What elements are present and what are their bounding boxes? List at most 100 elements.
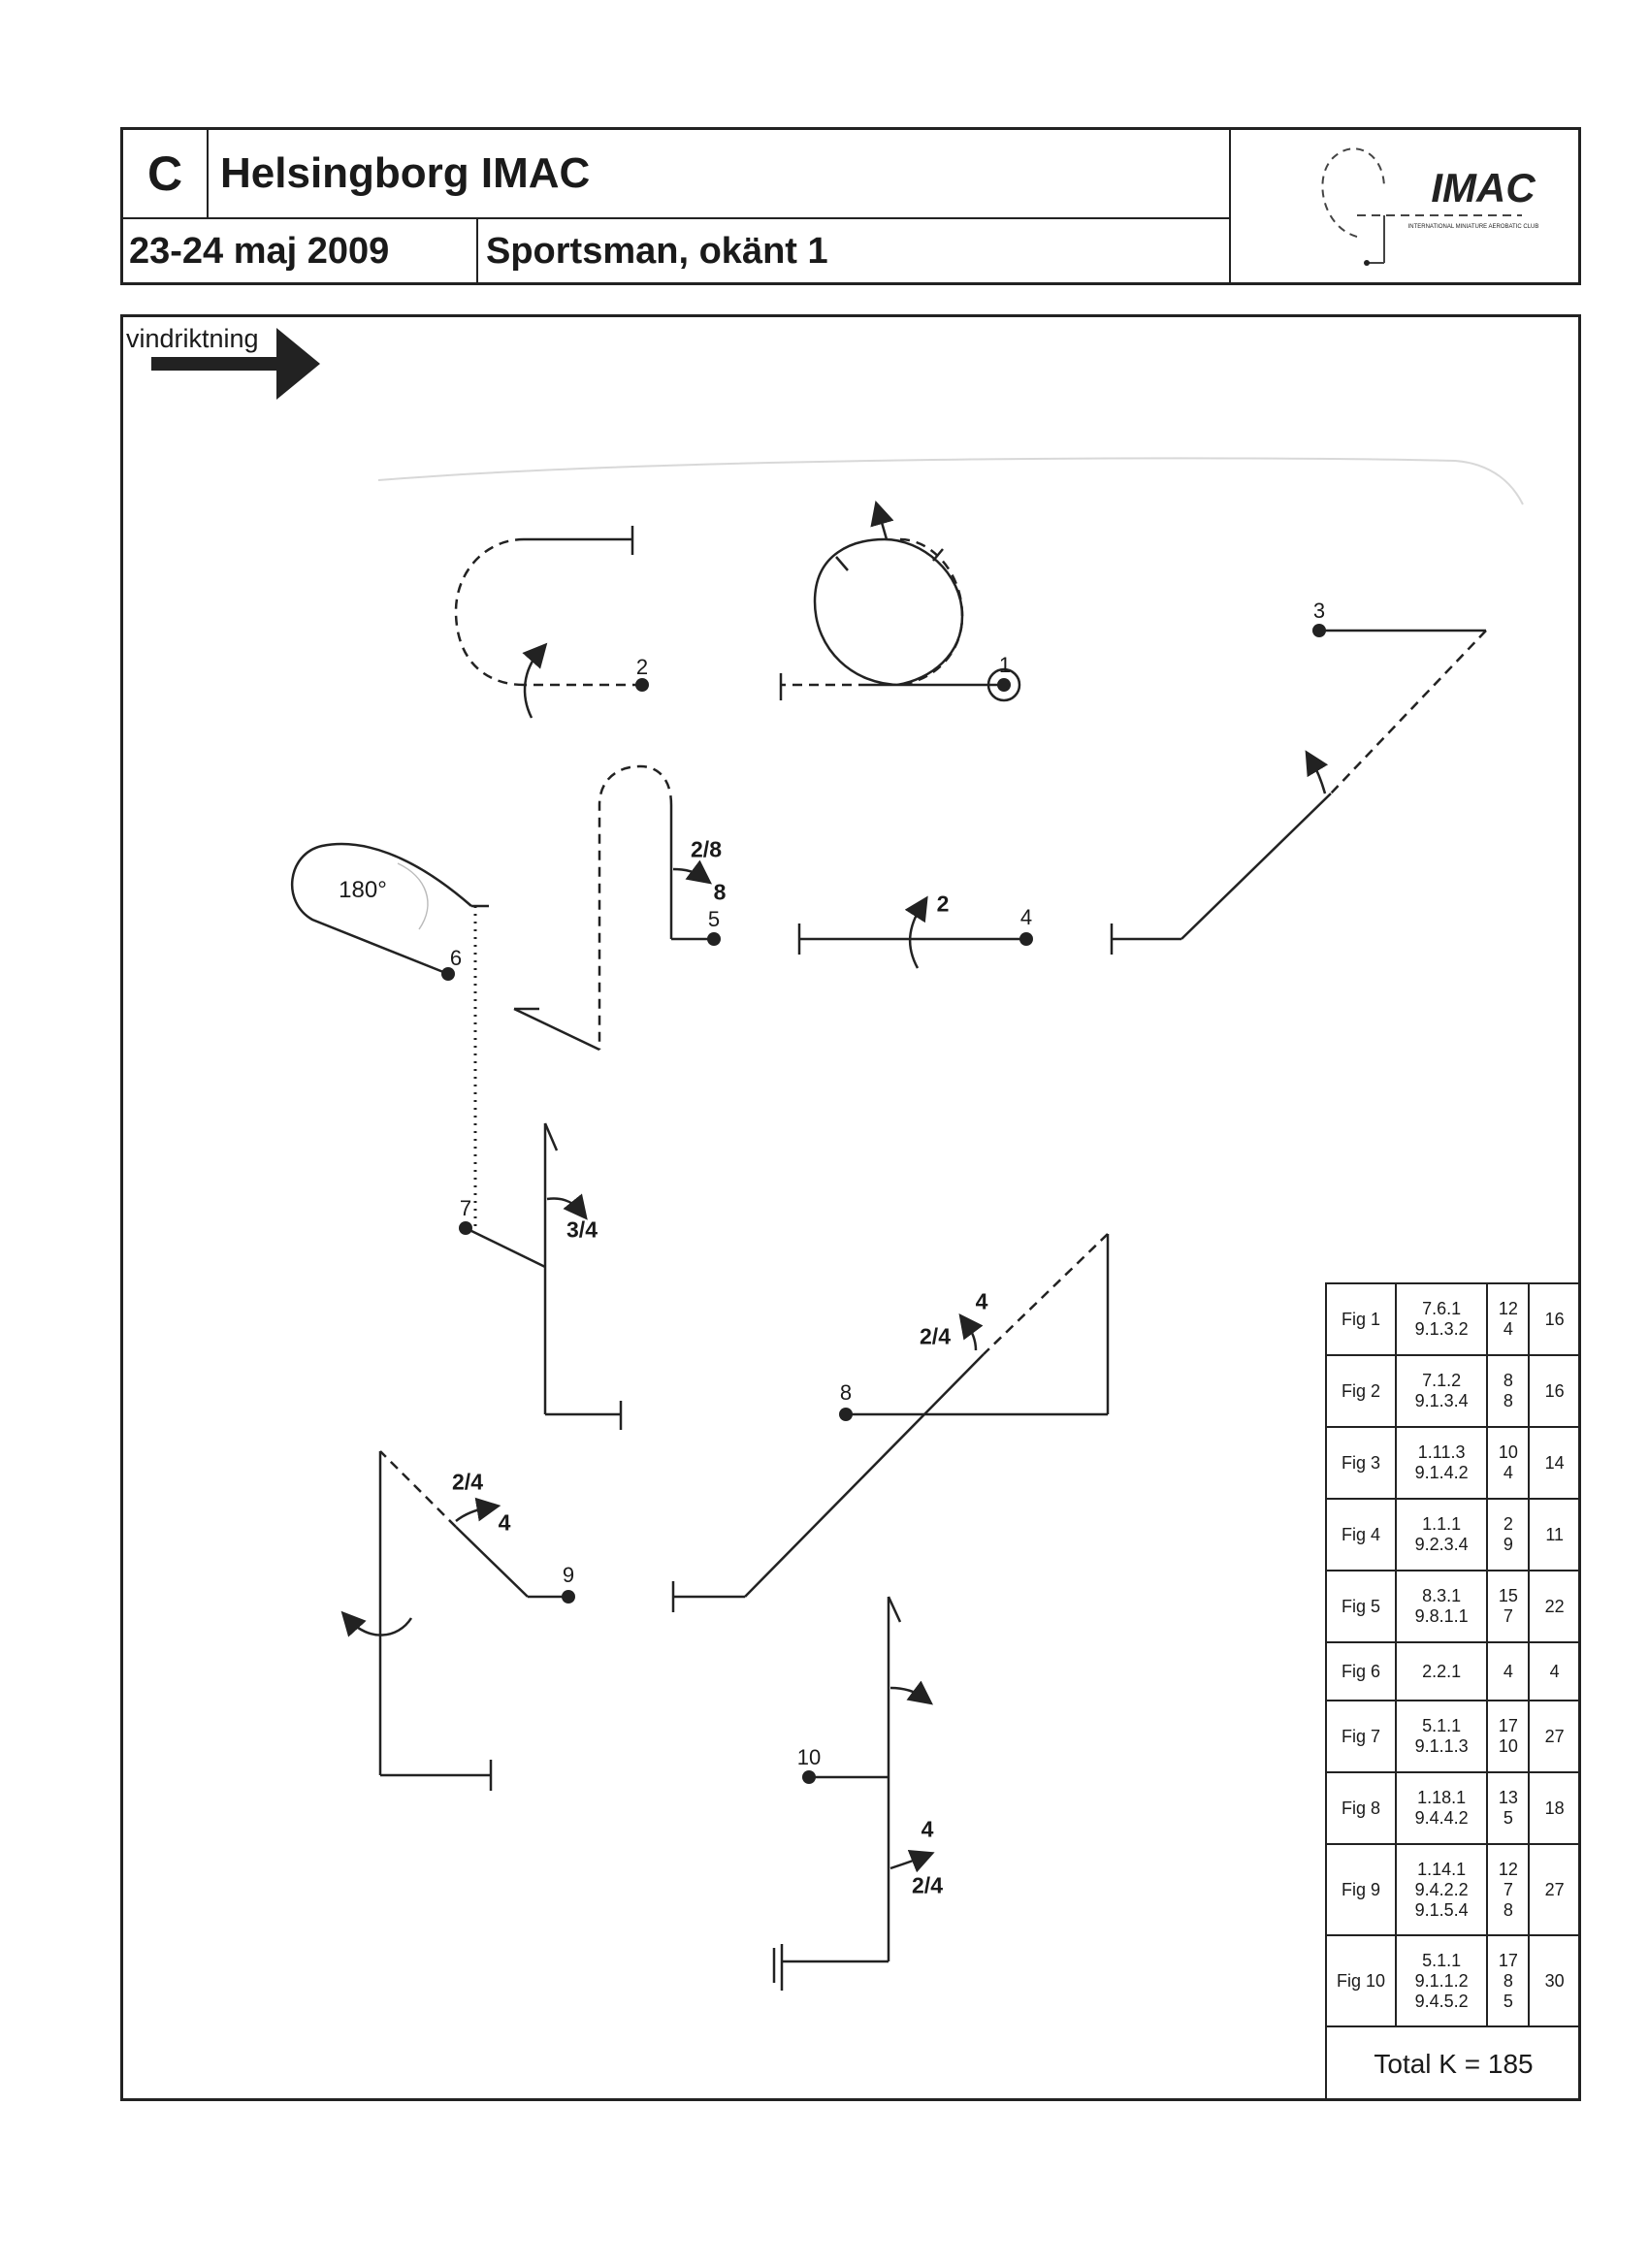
figure-number-7: 7 xyxy=(459,1196,472,1220)
fig-cell: Fig 6 xyxy=(1325,1641,1397,1701)
table-row: Fig 6 2.2.1 4 4 xyxy=(1325,1641,1581,1701)
figure-4 xyxy=(797,895,1026,969)
sum-cell: 16 xyxy=(1528,1282,1581,1356)
sum-cell: 14 xyxy=(1528,1426,1581,1500)
start-dot-7 xyxy=(459,1221,472,1235)
k-cell: 4 xyxy=(1486,1641,1531,1701)
figure-number-2: 2 xyxy=(635,655,649,679)
figure-6 xyxy=(290,842,489,1228)
sum-cell: 11 xyxy=(1528,1498,1581,1571)
wind-arrow-icon xyxy=(151,328,320,400)
fig9-roll-label-a: 2/4 xyxy=(452,1469,483,1495)
figure-7 xyxy=(465,1122,623,1430)
fig-cell: Fig 4 xyxy=(1325,1498,1397,1571)
fig-cell: Fig 9 xyxy=(1325,1843,1397,1936)
figure-8 xyxy=(671,1233,1110,1612)
figure-2 xyxy=(454,526,642,719)
start-dot-10 xyxy=(802,1770,816,1784)
start-dot-2 xyxy=(635,678,649,692)
fig-cell: Fig 2 xyxy=(1325,1354,1397,1428)
start-dot-3 xyxy=(1312,624,1326,637)
fig6-rotation-label: 180° xyxy=(339,877,387,903)
logo-text: IMAC xyxy=(1431,165,1536,211)
figure-9 xyxy=(340,1450,568,1791)
figure-number-9: 9 xyxy=(562,1563,575,1587)
fig9-roll-label-b: 4 xyxy=(498,1509,511,1536)
fig5-roll-label-a: 2/8 xyxy=(691,836,722,862)
start-dot-9 xyxy=(562,1590,575,1604)
figure-number-4: 4 xyxy=(1019,905,1033,929)
figure-3 xyxy=(1110,629,1487,955)
start-dot-6 xyxy=(441,967,455,981)
class-letter: C xyxy=(123,130,209,219)
fig-cell: Fig 7 xyxy=(1325,1700,1397,1773)
sum-cell: 18 xyxy=(1528,1771,1581,1845)
figure-number-3: 3 xyxy=(1312,599,1326,623)
figure-number-5: 5 xyxy=(707,907,721,931)
fig10-roll-label-a: 4 xyxy=(921,1816,934,1842)
fig5-roll-label-b: 8 xyxy=(713,879,727,905)
catalog-cell: 2.2.1 xyxy=(1394,1641,1489,1701)
sum-cell: 4 xyxy=(1528,1641,1581,1701)
imac-logo: IMAC INTERNATIONAL MINIATURE AEROBATIC C… xyxy=(1231,130,1578,282)
total-k: Total K = 185 xyxy=(1325,2025,1580,2101)
figure-number-10: 10 xyxy=(796,1745,822,1769)
figure-5 xyxy=(513,764,714,1052)
fig-cell: Fig 10 xyxy=(1325,1934,1397,2027)
class-name: Sportsman, okänt 1 xyxy=(478,219,1231,285)
wind-direction-label: vindriktning xyxy=(126,324,259,353)
fig10-roll-label-b: 2/4 xyxy=(912,1872,943,1898)
fig-cell: Fig 5 xyxy=(1325,1570,1397,1643)
logo-subtitle: INTERNATIONAL MINIATURE AEROBATIC CLUB xyxy=(1408,224,1539,230)
fig8-roll-label-b: 2/4 xyxy=(920,1323,951,1349)
fig8-roll-label-a: 4 xyxy=(975,1288,988,1314)
fig4-roll-label: 2 xyxy=(936,891,950,917)
fig-cell: Fig 8 xyxy=(1325,1771,1397,1845)
sequence-frame xyxy=(120,314,1581,2101)
sum-cell: 16 xyxy=(1528,1354,1581,1428)
event-date: 23-24 maj 2009 xyxy=(123,219,478,285)
header-box: C Helsingborg IMAC 23-24 maj 2009 Sports… xyxy=(120,127,1581,285)
event-title: Helsingborg IMAC xyxy=(209,130,1231,219)
figure-number-6: 6 xyxy=(449,946,463,970)
figure-10 xyxy=(772,1596,935,1991)
figure-number-8: 8 xyxy=(839,1380,853,1405)
sum-cell: 22 xyxy=(1528,1570,1581,1643)
figure-number-1: 1 xyxy=(998,653,1012,677)
fig-cell: Fig 3 xyxy=(1325,1426,1397,1500)
start-dot-4 xyxy=(1019,932,1033,946)
start-dot-1 xyxy=(997,678,1011,692)
fig-cell: Fig 1 xyxy=(1325,1282,1397,1356)
figure-start-dots xyxy=(441,624,1326,1784)
total-row: Total K = 185 xyxy=(1325,2025,1580,2101)
